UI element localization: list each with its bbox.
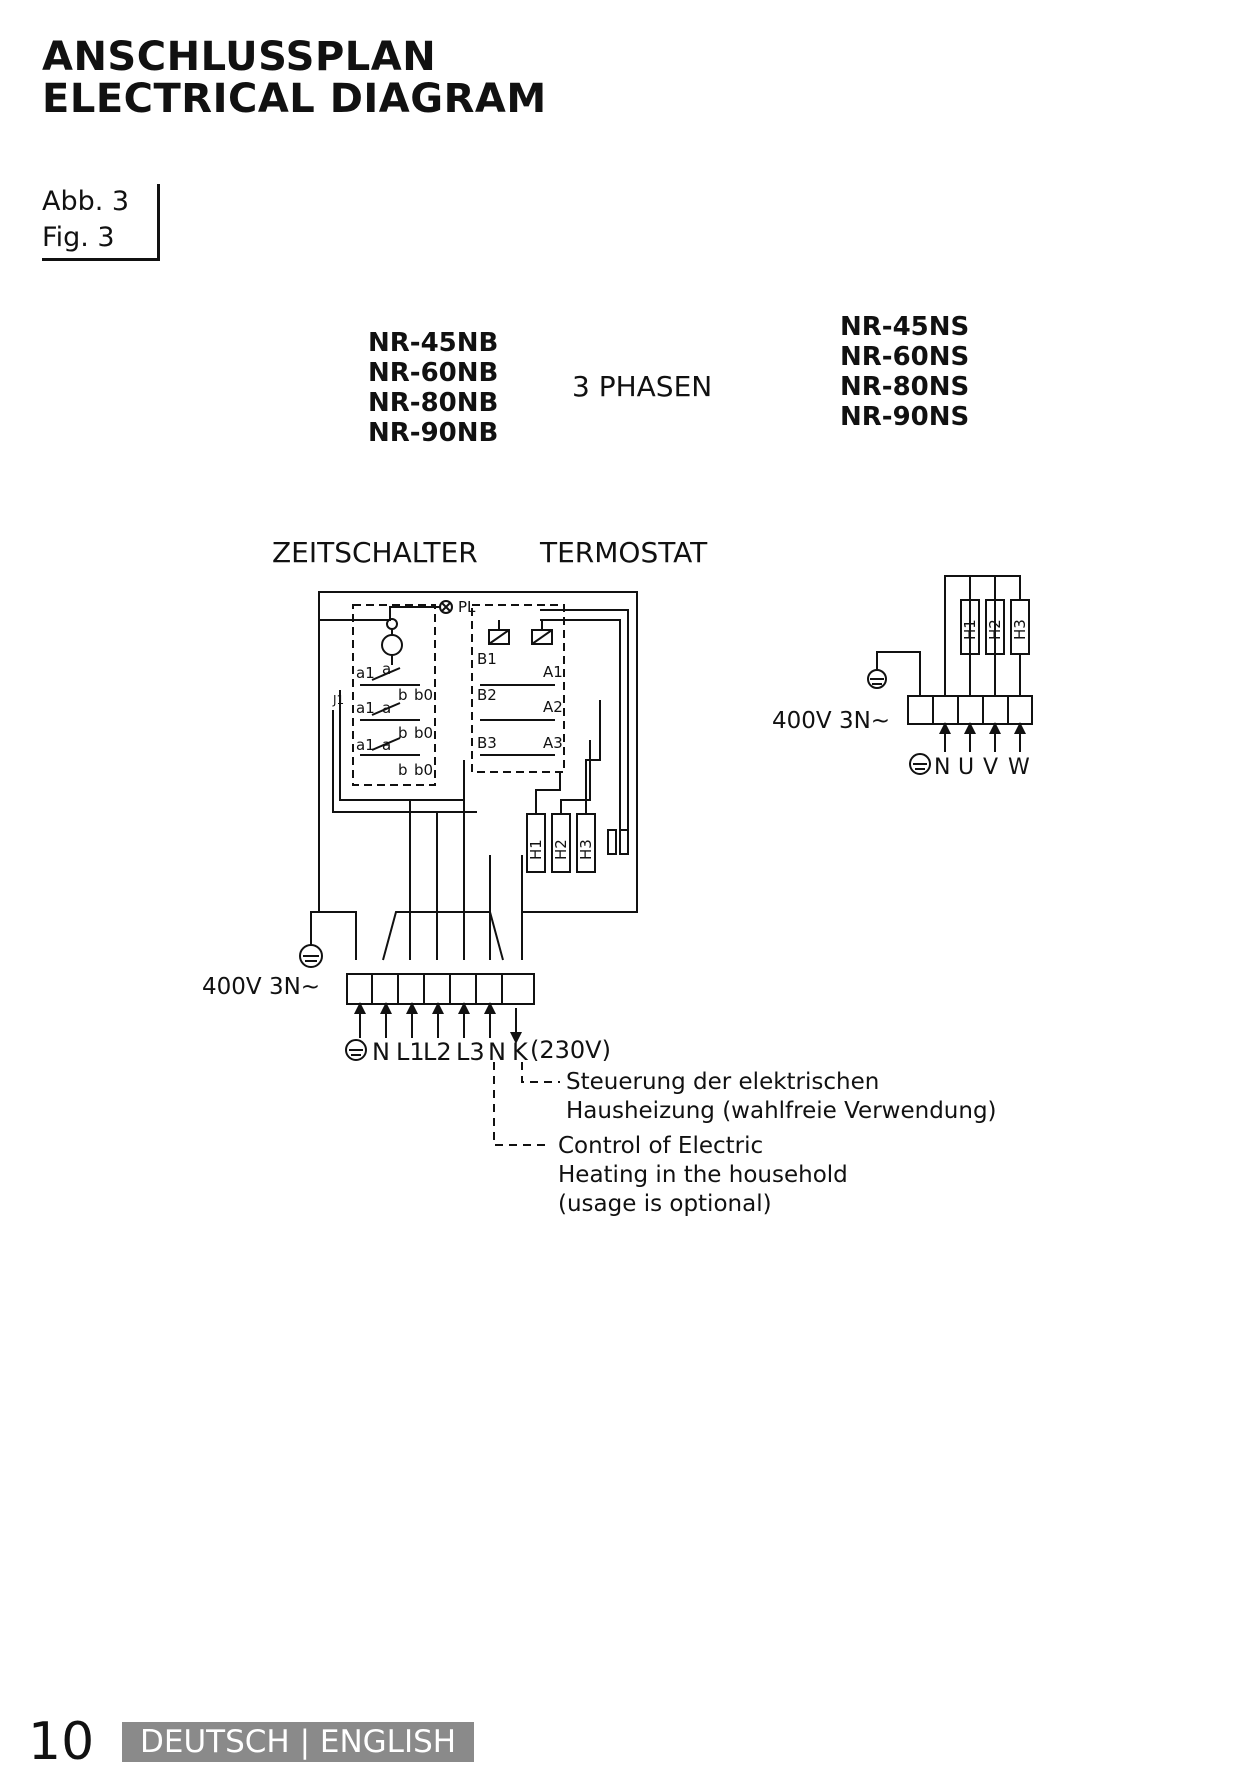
supply-right-label: 400V 3N~ <box>772 708 891 734</box>
heater-right-label-h3: H3 <box>1011 619 1029 640</box>
terminal-right-n: N <box>934 755 950 780</box>
phase-label: 3 PHASEN <box>572 370 713 403</box>
note-en-line-1: Control of Electric <box>558 1133 764 1159</box>
terminal-right-v: V <box>983 755 998 780</box>
label-a1-3: a1 <box>356 736 375 754</box>
capillary-2 <box>619 829 629 855</box>
note-en-line-2: Heating in the household <box>558 1162 848 1188</box>
model-nb-80: NR-80NB <box>368 388 499 418</box>
terminal-right-u: U <box>958 755 974 780</box>
page-title: ANSCHLUSSPLAN ELECTRICAL DIAGRAM <box>42 36 547 120</box>
note-de-line-1: Steuerung der elektrischen <box>566 1069 880 1095</box>
heater-right-label-h1: H1 <box>961 619 979 640</box>
label-a-1: a <box>382 660 391 678</box>
capillary-1 <box>607 829 617 855</box>
note-de-line-2: Hausheizung (wahlfreie Verwendung) <box>566 1098 997 1124</box>
note-english: Control of Electric Heating in the house… <box>558 1132 848 1219</box>
label-a1c: A1 <box>543 663 563 681</box>
language-tag: DEUTSCH | ENGLISH <box>122 1722 475 1762</box>
model-nb-60: NR-60NB <box>368 358 499 388</box>
label-b2: B2 <box>477 686 497 704</box>
label-b-2: b <box>398 724 408 742</box>
model-ns-45: NR-45NS <box>840 312 970 342</box>
model-nb-90: NR-90NB <box>368 418 499 448</box>
label-a-3: a <box>382 736 391 754</box>
label-b-3: b <box>398 761 408 779</box>
label-b0-1: b0 <box>414 686 433 704</box>
terminal-k: K <box>512 1038 529 1066</box>
label-b0-3: b0 <box>414 761 433 779</box>
figure-fig: Fig. 3 <box>42 222 115 253</box>
terminal-block-left <box>346 973 535 1005</box>
terminal-l1: L1 <box>396 1038 425 1066</box>
heater-label-h1: H1 <box>527 839 545 860</box>
heater-label-h3: H3 <box>577 839 595 860</box>
label-pl: PL <box>458 598 476 616</box>
terminal-l2: L2 <box>423 1038 452 1066</box>
terminal-n2: N <box>488 1038 506 1066</box>
title-line-en: ELECTRICAL DIAGRAM <box>42 76 547 122</box>
terminal-right-w: W <box>1008 755 1030 780</box>
model-ns-90: NR-90NS <box>840 402 970 432</box>
label-a-2: a <box>382 699 391 717</box>
page-number: 10 <box>28 1712 95 1772</box>
label-a2c: A2 <box>543 698 563 716</box>
terminal-230v: (230V) <box>530 1036 611 1064</box>
termostat-label: TERMOSTAT <box>540 536 708 569</box>
model-ns-60: NR-60NS <box>840 342 970 372</box>
model-ns-80: NR-80NS <box>840 372 970 402</box>
note-en-line-3: (usage is optional) <box>558 1191 772 1217</box>
label-j1: J1 <box>332 693 344 707</box>
models-nb: NR-45NB NR-60NB NR-80NB NR-90NB <box>368 328 498 448</box>
terminal-l3: L3 <box>456 1038 485 1066</box>
figure-label: Abb. 3 Fig. 3 <box>42 184 161 261</box>
timer-motor <box>386 618 398 630</box>
label-a1-2: a1 <box>356 699 375 717</box>
terminal-block-right <box>907 695 1033 725</box>
label-b0-2: b0 <box>414 724 433 742</box>
label-b3: B3 <box>477 734 497 752</box>
model-nb-45: NR-45NB <box>368 328 499 358</box>
thermostat-box <box>471 604 565 773</box>
heater-right-h3 <box>1010 599 1030 655</box>
heater-label-h2: H2 <box>552 839 570 860</box>
terminal-n1: N <box>372 1038 390 1066</box>
zeitschalter-label: ZEITSCHALTER <box>272 536 478 569</box>
models-ns: NR-45NS NR-60NS NR-80NS NR-90NS <box>840 312 969 432</box>
label-b1: B1 <box>477 650 497 668</box>
figure-abb: Abb. 3 <box>42 186 130 217</box>
heater-right-h1 <box>960 599 980 655</box>
title-line-de: ANSCHLUSSPLAN <box>42 34 437 80</box>
heater-right-label-h2: H2 <box>986 619 1004 640</box>
label-b-1: b <box>398 686 408 704</box>
timer-box <box>352 604 436 786</box>
label-a1-1: a1 <box>356 664 375 682</box>
label-a3c: A3 <box>543 734 563 752</box>
frame-wire <box>318 591 638 913</box>
heater-right-h2 <box>985 599 1005 655</box>
note-german: Steuerung der elektrischen Hausheizung (… <box>566 1068 997 1126</box>
supply-left-label: 400V 3N~ <box>202 974 321 1000</box>
